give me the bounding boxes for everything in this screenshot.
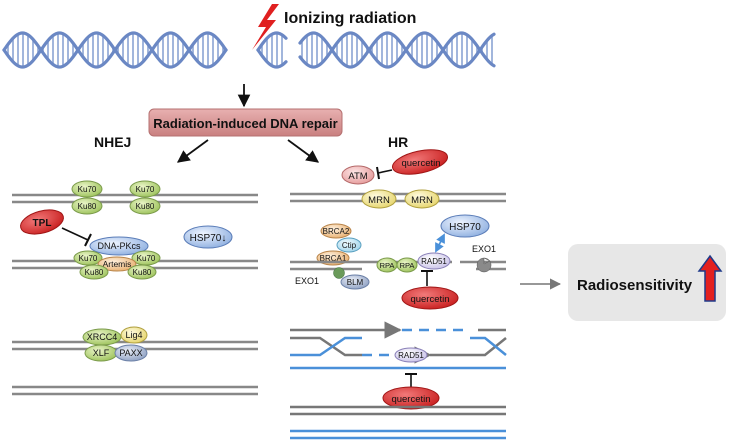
ku70-label: Ku70 [137, 254, 156, 263]
rpa-protein [396, 257, 418, 273]
xlf-label: XLF [93, 348, 110, 358]
rad51-protein [394, 347, 428, 363]
rpa-label: RPA [380, 261, 395, 270]
atm-protein [341, 165, 375, 185]
template-line [470, 336, 507, 356]
tpl-label: TPL [33, 218, 52, 229]
arrow-to-nhej [176, 139, 209, 163]
inhibition-bar [84, 233, 92, 247]
paxx-protein [114, 344, 148, 362]
quercetin-label: quercetin [391, 394, 430, 405]
lig4-label: Lig4 [125, 330, 142, 340]
artemis-label: Artemis [103, 259, 132, 269]
exo1-label: EXO1 [472, 244, 496, 254]
helix-strand [2, 31, 228, 69]
mrn-protein [404, 189, 440, 209]
quercetin-inhibitor [401, 286, 459, 310]
hr-panel: quercetin ATM MRN MRN BRCA2 Ctip BRCA1 R… [290, 149, 507, 440]
dna-pkcs-protein [89, 236, 149, 256]
ku70-label: Ku70 [78, 185, 97, 194]
brca1-label: BRCA1 [320, 254, 347, 263]
blm-label: BLM [347, 278, 364, 287]
exo1-pacman-icon [333, 267, 345, 279]
hr-label: HR [388, 134, 408, 150]
repair-box [148, 108, 343, 137]
brca2-label: BRCA2 [323, 227, 350, 236]
artemis-protein [97, 256, 137, 272]
ku80-protein [71, 197, 103, 215]
ionizing-radiation-title: Ionizing radiation [284, 10, 416, 27]
hsp70-protein [440, 214, 490, 238]
radiosensitivity-label: Radiosensitivity [577, 277, 693, 294]
dna-double-helix-broken [256, 31, 496, 69]
lig4-protein [120, 326, 148, 344]
ku70-protein [71, 180, 103, 198]
quercetin-label: quercetin [410, 294, 449, 305]
interaction-arrow [435, 233, 445, 253]
helix-strand [256, 48, 288, 69]
rpa-label: RPA [400, 261, 415, 270]
template-line [290, 336, 362, 357]
quercetin-label: quercetin [401, 158, 440, 169]
ku70-label: Ku70 [79, 254, 98, 263]
nhej-label: NHEJ [94, 134, 131, 150]
outcome-box [568, 244, 726, 321]
paxx-label: PAXX [119, 348, 142, 358]
lightning-bolt-icon [252, 4, 279, 50]
ku80-label: Ku80 [133, 268, 152, 277]
ctip-label: Ctip [342, 241, 357, 250]
ku80-protein [79, 264, 109, 280]
ku70-protein [129, 180, 161, 198]
mrn-protein [361, 189, 397, 209]
dna-line [290, 336, 362, 357]
nhej-panel: Ku70 Ku80 Ku70 Ku80 TPL DNA-PKcs Ku70 Ku… [12, 180, 258, 396]
blm-protein [340, 274, 370, 290]
dna-line [470, 337, 507, 357]
rad51-label: RAD51 [421, 257, 447, 266]
rad51-protein [417, 252, 451, 270]
hsp70-down-label: HSP70↓ [190, 233, 227, 244]
quercetin-inhibitor [392, 149, 448, 175]
rad51-label: RAD51 [398, 351, 424, 360]
arrow-to-hr [287, 139, 320, 163]
helix-strand [256, 31, 288, 52]
hsp70-protein [183, 225, 233, 249]
xrcc4-label: XRCC4 [87, 332, 118, 342]
ku70-label: Ku70 [136, 185, 155, 194]
inhibition-line [377, 169, 393, 174]
ku70-protein [73, 250, 103, 266]
inhibition-line [61, 227, 89, 241]
inhibition-bar [376, 166, 380, 180]
tpl-inhibitor [20, 209, 64, 235]
mrn-label: MRN [411, 195, 433, 206]
exo1-label: EXO1 [295, 276, 319, 286]
atm-label: ATM [348, 171, 367, 182]
dna-pkcs-label: DNA-PKcs [97, 241, 141, 251]
ku80-protein [129, 197, 161, 215]
repair-label: Radiation-induced DNA repair [153, 116, 337, 131]
ku80-label: Ku80 [85, 268, 104, 277]
ctip-protein [336, 237, 362, 253]
ku80-protein [127, 264, 157, 280]
mrn-label: MRN [368, 195, 390, 206]
up-arrow-icon [697, 254, 723, 302]
ku80-label: Ku80 [78, 202, 97, 211]
hsp70-label: HSP70 [449, 222, 481, 233]
ku80-label: Ku80 [136, 202, 155, 211]
dna-double-helix-left [2, 31, 228, 69]
helix-strand [298, 31, 496, 69]
quercetin-inhibitor [382, 386, 440, 410]
exo1-pacman-icon [476, 257, 492, 273]
brca2-protein [320, 223, 352, 239]
